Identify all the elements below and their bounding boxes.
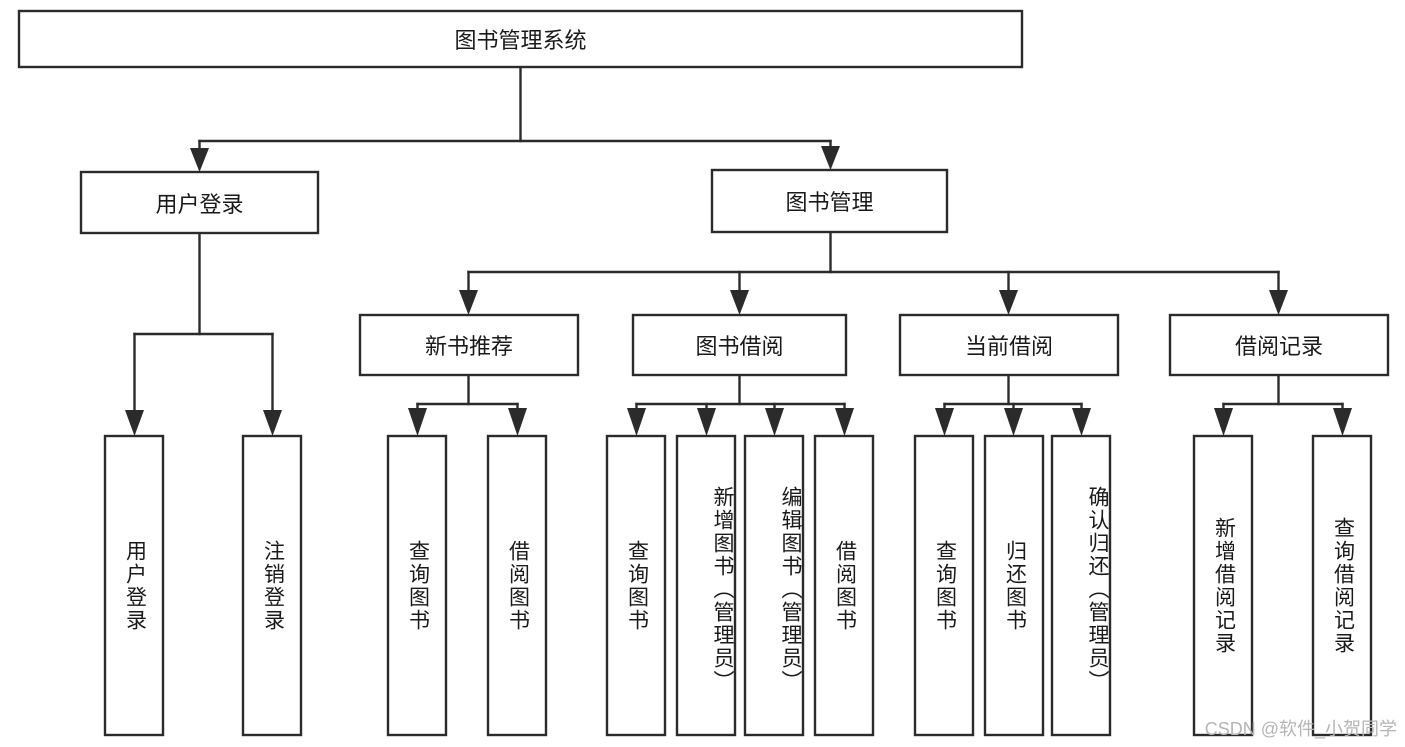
node-box-user-logout[interactable]: [241, 434, 303, 737]
node-box-bb-add-book[interactable]: [675, 434, 737, 737]
node-box-nbr-query-book[interactable]: [386, 434, 448, 737]
node-box-current-borrow[interactable]: [898, 313, 1120, 377]
node-box-user-login[interactable]: [79, 170, 320, 235]
node-box-br-query-record[interactable]: [1311, 434, 1373, 737]
arrow-head-br-query-record: [1333, 408, 1352, 436]
node-box-bb-query-book[interactable]: [605, 434, 667, 737]
node-box-new-book-recommend[interactable]: [358, 313, 580, 377]
arrow-head-bb-query-book: [627, 408, 646, 436]
node-box-br-add-record[interactable]: [1192, 434, 1254, 737]
connector-new-book-recommend-to-children: [408, 373, 527, 436]
connector-book-manage-to-level2: [459, 230, 1288, 315]
arrow-head-nbr-borrow-book: [508, 408, 527, 436]
connector-root-to-level1: [190, 65, 840, 172]
arrow-head-book-borrow: [730, 290, 749, 315]
arrow-head-user-login-do: [125, 410, 144, 436]
arrow-head-bb-add-book: [697, 408, 716, 436]
arrow-head-br-add-record: [1214, 408, 1233, 436]
connector-user-login-to-children: [125, 231, 282, 436]
connector-book-borrow-to-children: [627, 373, 854, 436]
node-box-root[interactable]: [17, 9, 1024, 69]
arrow-head-nbr-query-book: [408, 408, 427, 436]
node-box-bb-edit-book[interactable]: [743, 434, 805, 737]
arrow-head-cb-return-book: [1004, 408, 1023, 436]
arrow-head-cb-query-book: [935, 408, 954, 436]
arrow-head-book-manage: [821, 146, 840, 170]
node-box-cb-confirm-return[interactable]: [1050, 434, 1112, 737]
node-box-cb-return-book[interactable]: [983, 434, 1045, 737]
arrow-head-bb-borrow-book: [835, 408, 854, 436]
watermark-text: CSDN @软件_小贺同学: [1204, 719, 1397, 739]
arrow-head-cb-confirm-return: [1072, 408, 1091, 436]
arrow-head-user-login: [190, 148, 209, 172]
arrow-head-new-book-recommend: [459, 290, 478, 315]
node-box-borrow-record[interactable]: [1168, 313, 1390, 377]
arrow-head-borrow-record: [1269, 290, 1288, 315]
node-box-cb-query-book[interactable]: [913, 434, 975, 737]
node-box-user-login-do[interactable]: [103, 434, 165, 737]
arrow-head-user-logout: [263, 410, 282, 436]
node-box-bb-borrow-book[interactable]: [813, 434, 875, 737]
node-box-book-borrow[interactable]: [631, 313, 848, 377]
connector-current-borrow-to-children: [935, 373, 1091, 436]
arrow-head-current-borrow: [999, 290, 1018, 315]
arrow-head-bb-edit-book: [765, 408, 784, 436]
node-box-nbr-borrow-book[interactable]: [486, 434, 548, 737]
connector-borrow-record-to-children: [1214, 373, 1352, 436]
node-box-book-manage[interactable]: [710, 168, 949, 234]
